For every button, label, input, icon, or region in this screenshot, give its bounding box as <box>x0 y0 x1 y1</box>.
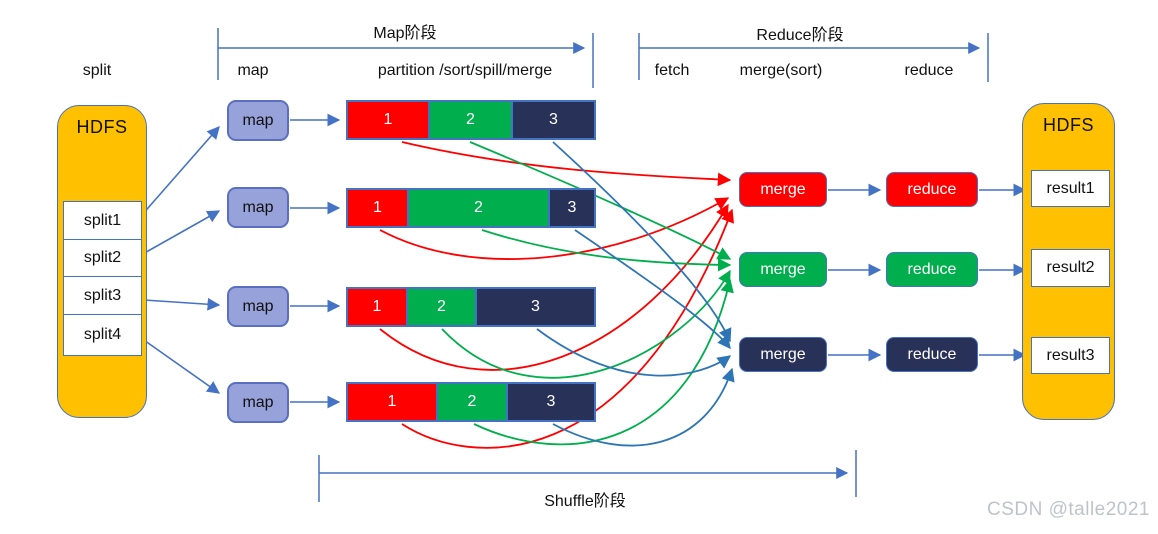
hdfs-output-title: HDFS <box>1043 115 1094 135</box>
partition-segment: 2 <box>428 100 513 140</box>
map-task-1: map <box>227 100 289 141</box>
reduce-stage-title: Reduce阶段 <box>756 27 844 44</box>
split-to-map-arrows <box>140 126 221 394</box>
map-task-2: map <box>227 187 289 228</box>
partition-segment: 2 <box>436 382 508 422</box>
column-label-reduce: reduce <box>904 62 954 79</box>
reduce-node-2: reduce <box>886 252 978 287</box>
column-label-split: split <box>82 62 112 79</box>
shuffle-stage-bracket <box>318 450 857 502</box>
map-task-3: map <box>227 286 289 327</box>
map-to-bar-arrows <box>290 113 341 409</box>
partition-segment: 3 <box>548 188 596 228</box>
csdn-watermark: CSDN @talle2021 <box>986 499 1150 520</box>
merge-node-3: merge <box>739 337 827 372</box>
column-label-merge-sort: merge(sort) <box>739 62 823 79</box>
partition-segment: 1 <box>346 287 408 327</box>
partition-segment: 1 <box>346 188 409 228</box>
merge-to-reduce-arrows <box>828 183 882 362</box>
partition-bar-4: 1 2 3 <box>346 382 596 422</box>
shuffle-red-curves <box>379 141 734 449</box>
split2-box: split2 <box>63 238 142 278</box>
result3-box: result3 <box>1031 337 1110 374</box>
merge-node-2: merge <box>739 252 827 287</box>
partition-bar-3: 1 2 3 <box>346 287 596 327</box>
partition-segment: 1 <box>346 382 438 422</box>
reduce-node-3: reduce <box>886 337 978 372</box>
partition-segment: 2 <box>406 287 477 327</box>
reduce-stage-bracket <box>638 33 989 82</box>
split3-box: split3 <box>63 276 142 315</box>
partition-segment: 2 <box>407 188 550 228</box>
partition-segment: 1 <box>346 100 430 140</box>
shuffle-stage-title: Shuffle阶段 <box>544 493 626 510</box>
merge-node-1: merge <box>739 172 827 207</box>
result2-box: result2 <box>1031 249 1110 287</box>
partition-segment: 3 <box>506 382 596 422</box>
partition-bar-1: 1 2 3 <box>346 100 596 140</box>
column-label-map: map <box>237 62 269 79</box>
map-stage-title: Map阶段 <box>373 25 437 42</box>
reduce-to-result-arrows <box>979 183 1027 362</box>
map-task-4: map <box>227 382 289 423</box>
partition-bar-2: 1 2 3 <box>346 188 596 228</box>
result1-box: result1 <box>1031 170 1110 207</box>
split4-box: split4 <box>63 313 142 356</box>
partition-segment: 3 <box>475 287 596 327</box>
hdfs-input-title: HDFS <box>76 117 128 137</box>
column-label-partition: partition /sort/spill/merge <box>377 62 553 79</box>
map-stage-bracket <box>217 28 594 88</box>
split1-box: split1 <box>63 201 142 240</box>
reduce-node-1: reduce <box>886 172 978 207</box>
shuffle-blue-curves <box>536 141 735 447</box>
column-label-fetch: fetch <box>654 62 690 79</box>
partition-segment: 3 <box>511 100 596 140</box>
